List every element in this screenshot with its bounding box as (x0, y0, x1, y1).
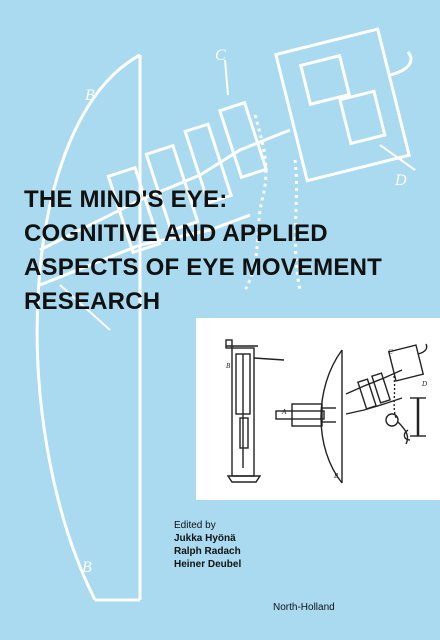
bg-letter-b-top: B (85, 87, 95, 104)
editors-block: Edited by Jukka Hyönä Ralph Radach Heine… (174, 519, 241, 571)
title-line-1: THE MIND'S EYE: (24, 186, 228, 213)
editor-name: Jukka Hyönä (174, 533, 236, 544)
panel-letter-c: C (388, 348, 393, 356)
editor-name: Heiner Deubel (174, 559, 242, 570)
title-line-4: RESEARCH (24, 288, 161, 315)
book-title: THE MIND'S EYE: COGNITIVE AND APPLIED AS… (24, 183, 434, 319)
apparatus-illustration: B A C D B (225, 339, 428, 484)
title-line-2: COGNITIVE AND APPLIED (24, 220, 328, 247)
half-disc-arc (35, 53, 141, 601)
edited-by-label: Edited by (174, 520, 216, 531)
panel-letter-a: A (281, 408, 287, 416)
title-line-3: ASPECTS OF EYE MOVEMENT (24, 254, 382, 281)
bg-letter-c: C (215, 47, 226, 64)
panel-letter-b-bottom: B (334, 472, 339, 480)
panel-letter-b: B (226, 362, 231, 370)
panel-letter-d: D (421, 380, 427, 388)
editor-name: Ralph Radach (174, 546, 241, 557)
bg-letter-b-bottom: B (82, 559, 92, 576)
publisher-name: North-Holland (273, 602, 335, 613)
illustration-panel: B A C D B (196, 318, 440, 500)
bg-letter-d: D (394, 172, 407, 189)
